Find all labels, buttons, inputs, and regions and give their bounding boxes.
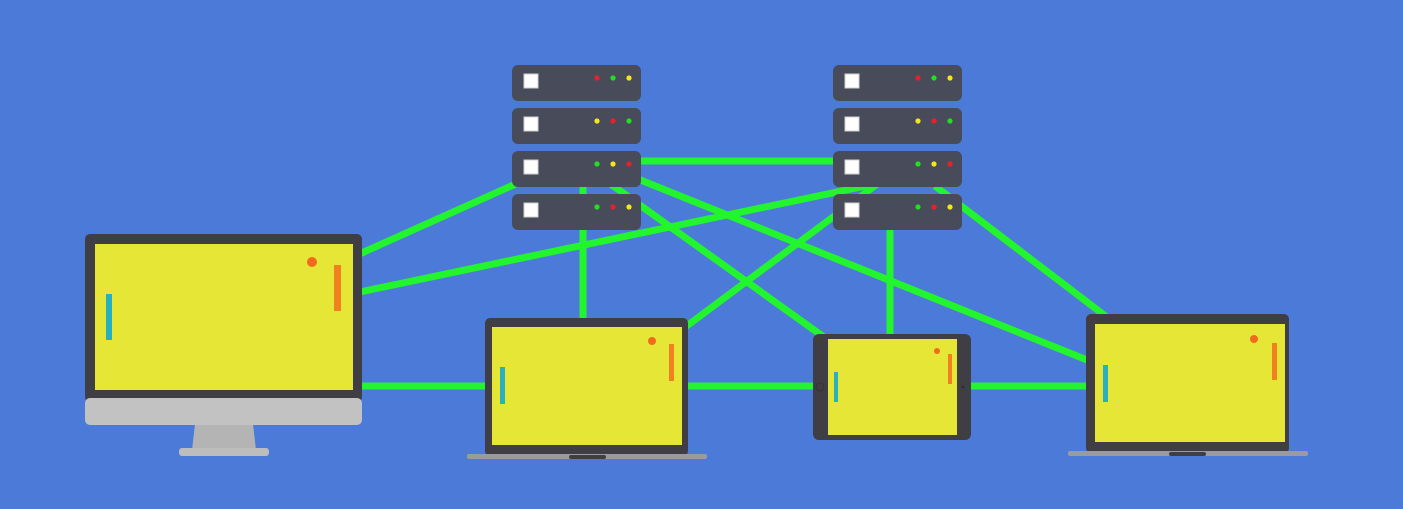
server-rack-2 <box>833 65 962 230</box>
drive-bay-icon <box>523 159 539 175</box>
left-paddle <box>500 367 505 404</box>
laptop-screen <box>492 327 682 445</box>
desktop-monitor <box>85 234 362 456</box>
server-unit <box>833 108 962 144</box>
server-unit-body <box>512 151 641 187</box>
left-paddle <box>106 294 112 340</box>
link-monitor-server2 <box>354 180 876 297</box>
server-unit-body <box>833 108 962 144</box>
link-monitor-server1 <box>353 178 522 260</box>
status-led-yellow <box>626 204 632 210</box>
status-led-green <box>594 204 600 210</box>
server-unit <box>512 108 641 144</box>
status-led-green <box>594 161 600 167</box>
status-led-red <box>931 204 937 210</box>
laptop-2 <box>1068 314 1308 456</box>
link-server1-tablet <box>602 177 831 343</box>
status-led-green <box>626 118 632 124</box>
home-button <box>815 382 825 392</box>
server-unit <box>833 65 962 101</box>
laptop-1 <box>467 318 707 459</box>
status-led-yellow <box>915 118 921 124</box>
drive-bay-icon <box>844 73 860 89</box>
server-unit-body <box>512 108 641 144</box>
server-unit <box>512 65 641 101</box>
status-led-red <box>610 118 616 124</box>
status-led-red <box>594 75 600 81</box>
status-led-green <box>915 204 921 210</box>
left-paddle <box>834 372 838 402</box>
monitor-screen <box>95 244 353 390</box>
status-led-yellow <box>594 118 600 124</box>
server-unit <box>833 151 962 187</box>
server-unit-body <box>833 65 962 101</box>
link-server2-laptop2 <box>932 183 1111 321</box>
status-led-green <box>931 75 937 81</box>
right-paddle <box>334 265 341 311</box>
server-unit-body <box>512 194 641 230</box>
status-led-red <box>931 118 937 124</box>
monitor-stand <box>192 424 256 450</box>
ball <box>1250 335 1258 343</box>
camera <box>961 385 965 389</box>
ball <box>307 257 317 267</box>
server-unit-body <box>833 151 962 187</box>
drive-bay-icon <box>523 202 539 218</box>
status-led-red <box>610 204 616 210</box>
laptop-screen <box>1095 324 1285 442</box>
right-paddle <box>1272 343 1277 380</box>
right-paddle <box>948 354 952 384</box>
drive-bay-icon <box>844 159 860 175</box>
laptop-notch <box>569 455 606 459</box>
ball <box>648 337 656 345</box>
status-led-red <box>947 161 953 167</box>
drive-bay-icon <box>844 116 860 132</box>
drive-bay-icon <box>523 73 539 89</box>
server-unit-body <box>833 194 962 230</box>
left-paddle <box>1103 365 1108 402</box>
laptop-notch <box>1169 452 1206 456</box>
status-led-yellow <box>626 75 632 81</box>
monitor-stand-base <box>179 448 269 456</box>
tablet-screen <box>828 339 957 435</box>
server-unit <box>512 194 641 230</box>
status-led-green <box>610 75 616 81</box>
status-led-red <box>915 75 921 81</box>
status-led-green <box>947 118 953 124</box>
status-led-red <box>626 161 632 167</box>
right-paddle <box>669 344 674 381</box>
monitor-chin <box>85 398 362 425</box>
drive-bay-icon <box>844 202 860 218</box>
server-unit <box>833 194 962 230</box>
status-led-yellow <box>947 204 953 210</box>
status-led-yellow <box>610 161 616 167</box>
server-unit <box>512 151 641 187</box>
status-led-yellow <box>947 75 953 81</box>
tablet <box>813 334 971 440</box>
drive-bay-icon <box>523 116 539 132</box>
server-rack-1 <box>512 65 641 230</box>
link-server1-laptop2 <box>636 175 1094 366</box>
server-unit-body <box>512 65 641 101</box>
status-led-green <box>915 161 921 167</box>
status-led-yellow <box>931 161 937 167</box>
ball <box>934 348 940 354</box>
